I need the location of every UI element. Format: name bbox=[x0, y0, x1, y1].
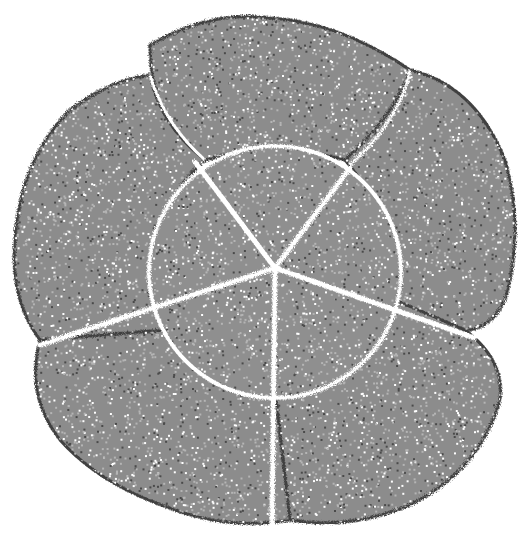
rosette-figure bbox=[0, 0, 532, 533]
